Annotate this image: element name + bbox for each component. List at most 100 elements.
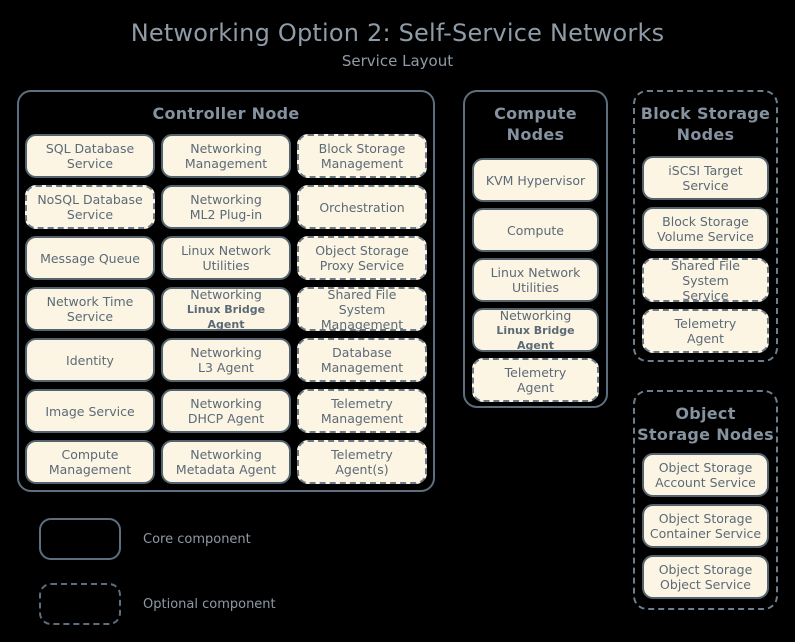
service-label-line2: Proxy Service [319, 258, 405, 273]
service-label-line2: Service [682, 287, 729, 303]
service-label-line1: Networking [190, 192, 262, 207]
page-subtitle: Service Layout [341, 52, 454, 70]
compute-nodes-title-line2: Nodes [506, 125, 565, 144]
service-label-line1: Object Storage [315, 243, 409, 258]
service-label-line1: iSCSI Target [668, 163, 743, 178]
service-label-line1: Shared File System [671, 257, 740, 288]
service-label-line2: Account Service [655, 475, 756, 490]
service-label-line1: Linux Network [181, 243, 271, 258]
service-label-line1: NoSQL Database [37, 192, 143, 207]
service-label-line2: Management [184, 156, 268, 171]
service-label-line1: Telemetry [504, 365, 567, 380]
service-label-line1: Block Storage [318, 141, 406, 156]
service-label-line1: Network Time [46, 294, 134, 309]
service-label-line2: DHCP Agent [187, 411, 265, 426]
service-label-line1: Message Queue [40, 250, 140, 266]
service-label-line1: Image Service [45, 403, 135, 419]
legend-core-row: Core component [39, 518, 251, 560]
service-label-line1: Telemetry [674, 316, 737, 331]
service-label-line1: Networking [190, 396, 262, 411]
service-label-line2: Service [66, 156, 114, 171]
service-label-line2: Volume Service [657, 229, 754, 244]
service-label-line1: Networking [190, 345, 262, 360]
service-label-line1: Networking [190, 447, 262, 462]
service-box-image-service[interactable]: Image Service [25, 389, 155, 433]
service-label-line1: Identity [66, 352, 114, 368]
service-label-line2: Agent(s) [335, 462, 389, 477]
legend-optional-swatch [39, 583, 121, 625]
service-label-line1: Telemetry [331, 447, 393, 462]
service-label-line2: Metadata Agent [175, 462, 277, 477]
service-label-line2: ML2 Plug-in [189, 207, 263, 222]
service-box-kvm-hypervisor[interactable]: KVM Hypervisor [472, 158, 599, 202]
service-label-line1: Compute [506, 222, 564, 238]
service-label-line2: Linux Bridge Agent [186, 302, 266, 331]
service-label-line1: Linux Network [490, 265, 581, 280]
service-label-line1: KVM Hypervisor [485, 172, 586, 188]
service-label-line2: Management [320, 360, 404, 375]
service-label-line1: Object Storage [658, 511, 753, 526]
service-label-line2: Service [682, 178, 729, 193]
block-storage-nodes-title-line1: Block Storage [640, 104, 771, 123]
service-label-line2: Agent [687, 331, 724, 346]
service-label-line1: Object Storage [658, 460, 753, 475]
service-label-line1: Telemetry [331, 396, 393, 411]
controller-node-title: Controller Node [152, 104, 300, 123]
page-title: Networking Option 2: Self-Service Networ… [130, 19, 665, 47]
block-storage-nodes-title-line2: Nodes [676, 125, 735, 144]
service-label-line1: Database [332, 345, 392, 360]
legend-core-swatch [39, 518, 121, 560]
compute-nodes-title-line1: Compute [494, 104, 577, 123]
object-storage-nodes-title-line2: Storage Nodes [637, 425, 774, 444]
service-label-line2: Container Service [649, 526, 762, 541]
service-box-message-queue[interactable]: Message Queue [25, 236, 155, 280]
service-label-line2: Utilities [511, 280, 560, 295]
object-storage-nodes-title-line1: Object [675, 404, 736, 423]
service-label-line2: Linux Bridge Agent [496, 323, 575, 352]
service-label-line2: Management [320, 316, 404, 332]
service-label-line1: Compute [61, 447, 119, 462]
service-label-line1: Networking [499, 307, 572, 323]
service-label-line2: Service [66, 207, 114, 222]
service-box-orchestration[interactable]: Orchestration [297, 185, 427, 229]
legend-optional-row: Optional component [39, 583, 276, 625]
service-label-line1: Block Storage [662, 214, 749, 229]
service-label-line2: Object Service [660, 577, 751, 592]
service-box-compute[interactable]: Compute [472, 208, 599, 252]
service-label-line2: Utilities [202, 258, 250, 273]
title-block: Networking Option 2: Self-Service Networ… [0, 18, 795, 72]
service-label-line1: Networking [190, 286, 262, 302]
service-label-line2: Service [66, 309, 114, 324]
service-label-line2: Management [320, 411, 404, 426]
service-box-identity[interactable]: Identity [25, 338, 155, 382]
service-label-line1: Object Storage [658, 562, 753, 577]
service-label-line2: L3 Agent [198, 360, 254, 375]
